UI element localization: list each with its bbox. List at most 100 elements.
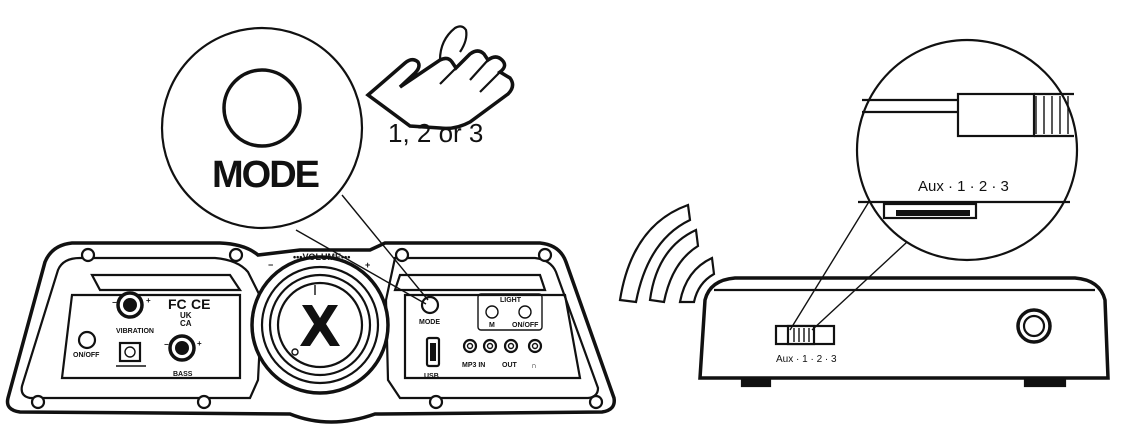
headphone-jack-icon[interactable]	[527, 338, 543, 354]
dc-jack-icon	[118, 341, 142, 363]
grille-slot-left	[90, 273, 243, 292]
light-box	[477, 293, 543, 331]
mode-callout-label: MODE	[212, 154, 319, 196]
usb-label: USB	[424, 373, 439, 380]
usb-port[interactable]	[425, 336, 441, 368]
light-label: LIGHT	[500, 297, 522, 304]
callout-line	[789, 199, 871, 331]
volume-label: •••VOLUME•••	[293, 252, 350, 262]
on-off-label: ON/OFF	[73, 352, 100, 359]
round-port-icon	[1016, 308, 1052, 344]
switch-callout: Aux · 1 · 2 · 3	[789, 38, 1079, 331]
jack-hole	[531, 342, 539, 350]
power-button-icon	[77, 330, 97, 350]
bass-minus-label: −	[164, 340, 169, 349]
slide-switch-knob	[786, 324, 816, 346]
transmitter-body	[698, 276, 1110, 380]
screw-icon	[228, 247, 244, 263]
screw-icon	[196, 394, 212, 410]
ce-mark: CE	[191, 296, 210, 312]
grille-slot-right	[393, 273, 547, 292]
dc-power-jack[interactable]	[116, 341, 146, 367]
callout-line	[811, 229, 921, 331]
out-jack-icon[interactable]	[503, 338, 519, 354]
hand-finger-line	[439, 67, 457, 85]
volume-knob-ring	[268, 273, 372, 377]
screw-icon	[30, 394, 46, 410]
vibration-label: VIBRATION	[116, 328, 154, 335]
mode-callout: MODE	[160, 26, 429, 305]
press-count-label: 1, 2 or 3	[388, 118, 483, 148]
bass-knob[interactable]	[168, 334, 196, 362]
volume-knob[interactable]	[250, 255, 390, 395]
jack-hole	[507, 342, 515, 350]
hand-finger-line	[469, 59, 489, 81]
mode-slide-switch[interactable]	[774, 324, 836, 346]
vibration-knob-center	[123, 298, 137, 312]
mode-panel-label: MODE	[419, 319, 440, 326]
mode-button[interactable]	[420, 295, 440, 315]
power-button[interactable]	[77, 330, 97, 350]
volume-minus-label: −	[268, 260, 273, 270]
switch-callout-circle	[855, 38, 1079, 262]
light-mode-button-icon[interactable]	[485, 305, 499, 319]
left-control-plate	[60, 293, 242, 380]
screw-icon	[588, 394, 604, 410]
transmitter-round-port[interactable]	[1016, 308, 1052, 344]
usb-port-slot	[430, 343, 436, 361]
wireless-signal-icon	[618, 203, 716, 304]
headphone-label: ∩	[531, 361, 537, 370]
transmitter-foot	[1023, 376, 1067, 388]
light-m-label: M	[489, 322, 495, 329]
hand-thumb	[438, 25, 468, 61]
round-port-inner	[1022, 314, 1046, 338]
speaker-screws	[30, 247, 604, 410]
mp3-in-label: MP3 IN	[462, 362, 485, 369]
vibration-plus-label: +	[146, 296, 151, 305]
mp3-in-jack-icon[interactable]	[482, 338, 498, 354]
speaker-outer-shell	[5, 241, 616, 424]
mode-button-magnified-icon	[222, 68, 302, 148]
transmitter-box: Aux · 1 · 2 · 3	[698, 276, 1110, 388]
magnified-switch-slot	[896, 210, 970, 216]
screw-icon	[537, 247, 553, 263]
light-onoff-label: ON/OFF	[512, 322, 539, 329]
volume-knob-indicator	[291, 348, 299, 356]
ukca-mark-top: UK	[180, 311, 192, 320]
callout-switch-label: Aux · 1 · 2 · 3	[918, 178, 1009, 195]
jack-hole	[486, 342, 494, 350]
volume-knob-ring	[260, 265, 380, 385]
light-power-button-icon[interactable]	[518, 305, 532, 319]
mp3-in-jack-icon[interactable]	[462, 338, 478, 354]
callout-line	[341, 194, 429, 301]
screw-icon	[394, 247, 410, 263]
vibration-minus-label: −	[112, 298, 117, 307]
switch-position-label: Aux · 1 · 2 · 3	[776, 354, 837, 365]
magnified-switch-knob	[956, 92, 1036, 138]
callout-line	[295, 229, 427, 305]
mode-button-icon	[420, 295, 440, 315]
fc-mark: FC	[168, 296, 187, 312]
x-logo-icon	[300, 305, 340, 346]
pointing-hand-icon	[365, 25, 515, 131]
speaker-panel: •••VOLUME••• − + ON/OFF − + VIBRATION FC…	[5, 241, 616, 424]
audio-jacks	[462, 338, 543, 354]
volume-knob-ring	[276, 281, 364, 369]
vibration-knob[interactable]	[116, 291, 144, 319]
dc-jack-hole	[124, 346, 136, 358]
bass-knob-center	[175, 341, 189, 355]
ukca-mark-bottom: CA	[180, 319, 192, 328]
volume-plus-label: +	[365, 260, 370, 270]
mode-callout-circle	[160, 26, 364, 230]
hand-finger-line	[479, 71, 501, 93]
light-controls	[477, 293, 543, 331]
screw-icon	[80, 247, 96, 263]
transmitter-foot	[740, 376, 772, 388]
out-label: OUT	[502, 362, 518, 369]
jack-hole	[466, 342, 474, 350]
right-control-plate	[403, 293, 582, 380]
bass-plus-label: +	[197, 339, 202, 348]
speaker-inner-shell	[20, 256, 264, 400]
